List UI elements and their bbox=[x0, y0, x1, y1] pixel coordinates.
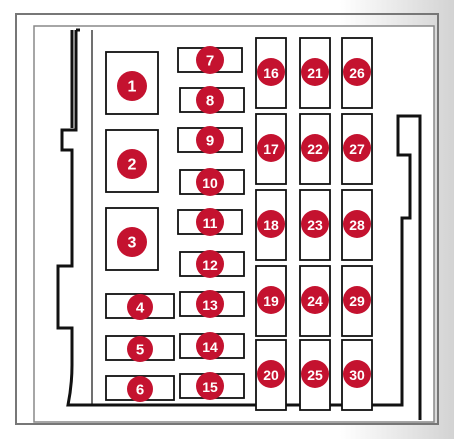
fuse-number-badge bbox=[257, 134, 285, 162]
fuse-number-badge bbox=[196, 372, 224, 400]
fuse-number-label: 20 bbox=[263, 367, 279, 383]
fuse-number-label: 3 bbox=[128, 235, 137, 252]
fuse-number-badge bbox=[196, 126, 224, 154]
fuse-number-badge bbox=[343, 210, 371, 238]
fuse-number-label: 5 bbox=[136, 342, 144, 359]
fuse-number-label: 25 bbox=[307, 367, 323, 383]
fuse-number-label: 27 bbox=[349, 141, 365, 157]
fuse-number-badge bbox=[257, 58, 285, 86]
fuse-number-label: 7 bbox=[206, 53, 214, 70]
fuse-number-label: 2 bbox=[128, 157, 137, 174]
fuse-number-label: 13 bbox=[202, 297, 218, 313]
fuse-number-badge bbox=[301, 58, 329, 86]
fuse-number-label: 1 bbox=[128, 79, 137, 96]
fuse-number-label: 30 bbox=[349, 367, 365, 383]
fuse-number-label: 21 bbox=[307, 65, 323, 81]
fuse-number-label: 14 bbox=[202, 339, 218, 355]
fuse-number-badge bbox=[343, 134, 371, 162]
fuse-number-badge bbox=[196, 290, 224, 318]
fuse-number-badge bbox=[127, 336, 153, 362]
fuse-group: 1234567891011121314151617181920212223242… bbox=[105, 37, 373, 411]
fuse-number-badge bbox=[196, 46, 224, 74]
fuse-number-badge bbox=[301, 210, 329, 238]
fuse-box-outline bbox=[56, 28, 422, 420]
fuse-number-label: 26 bbox=[349, 65, 365, 81]
fuse-number-badge bbox=[117, 149, 147, 179]
fuse-number-badge bbox=[257, 286, 285, 314]
fuse-number-label: 9 bbox=[206, 133, 214, 150]
fuse-number-label: 6 bbox=[136, 382, 144, 399]
fuse-number-label: 18 bbox=[263, 217, 279, 233]
fuse-number-badge bbox=[196, 332, 224, 360]
fuse-number-label: 16 bbox=[263, 65, 279, 81]
fuse-number-badge bbox=[301, 286, 329, 314]
fuse-number-badge bbox=[196, 86, 224, 114]
fuse-number-badge bbox=[257, 360, 285, 388]
fuse-number-badge bbox=[301, 134, 329, 162]
outer-frame bbox=[15, 13, 439, 425]
fuse-number-label: 10 bbox=[202, 175, 218, 191]
fuse-number-label: 23 bbox=[307, 217, 323, 233]
fuse-number-badge bbox=[196, 168, 224, 196]
fuse-number-label: 24 bbox=[307, 293, 323, 309]
fuse-number-label: 19 bbox=[263, 293, 279, 309]
fuse-number-badge bbox=[117, 71, 147, 101]
fuse-number-badge bbox=[257, 210, 285, 238]
fuse-number-badge bbox=[127, 294, 153, 320]
fuse-number-label: 28 bbox=[349, 217, 365, 233]
fuse-number-label: 12 bbox=[202, 257, 218, 273]
fuse-number-badge bbox=[301, 360, 329, 388]
fuse-number-badge bbox=[343, 58, 371, 86]
fuse-number-label: 4 bbox=[136, 300, 145, 317]
fuse-number-badge bbox=[196, 250, 224, 278]
fuse-number-badge bbox=[127, 376, 153, 402]
fuse-number-badge bbox=[196, 208, 224, 236]
fuse-number-label: 22 bbox=[307, 141, 323, 157]
fuse-number-badge bbox=[343, 360, 371, 388]
fuse-number-label: 29 bbox=[349, 293, 365, 309]
fuse-number-label: 17 bbox=[263, 141, 279, 157]
fuse-number-label: 15 bbox=[202, 379, 218, 395]
fuse-number-badge bbox=[117, 227, 147, 257]
fuse-number-label: 11 bbox=[203, 215, 218, 231]
fuse-number-badge bbox=[343, 286, 371, 314]
fuse-number-label: 8 bbox=[206, 93, 214, 110]
